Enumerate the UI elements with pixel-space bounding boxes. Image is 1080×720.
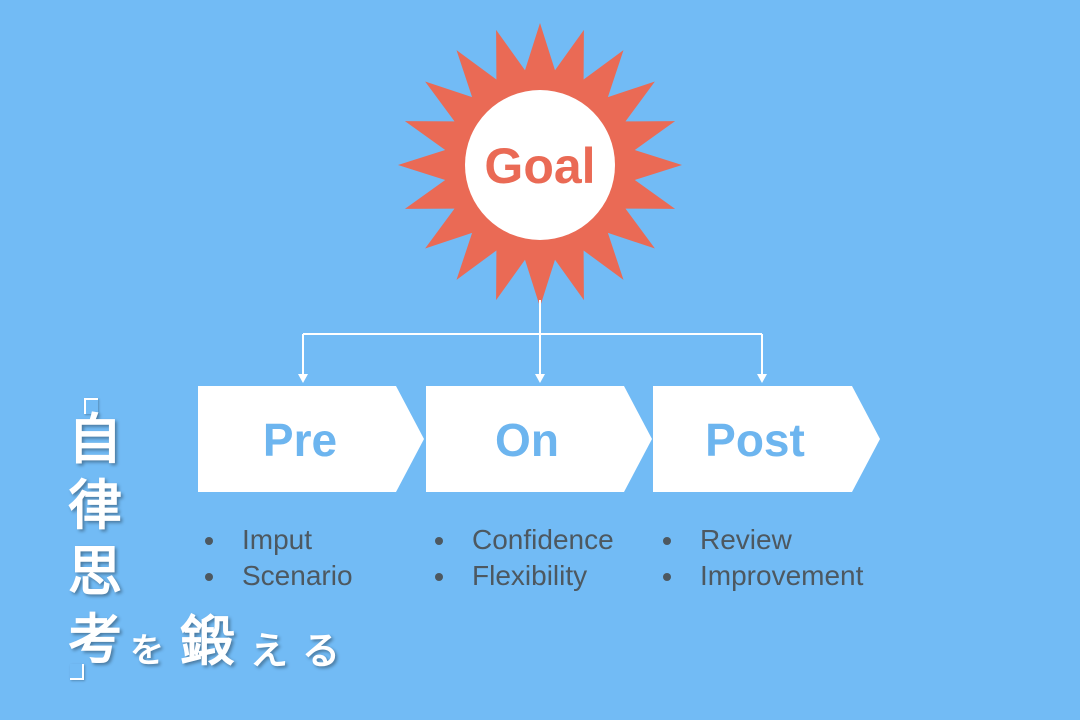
stage-post: Post: [653, 386, 880, 492]
stage-label-on: On: [495, 414, 559, 466]
bullet-list-on: Confidence Flexibility: [430, 522, 614, 594]
close-bracket: [70, 664, 84, 680]
goal-sun: Goal: [398, 23, 682, 307]
title-char: る: [302, 628, 341, 673]
bullet-item: Flexibility: [430, 558, 614, 594]
bullet-item: Confidence: [430, 522, 614, 558]
title-char: 律: [68, 473, 122, 537]
arrowhead-post-icon: [757, 374, 767, 383]
arrowhead-pre-icon: [298, 374, 308, 383]
open-bracket: [84, 398, 98, 414]
stage-label-post: Post: [705, 414, 805, 466]
connector-lines: [302, 300, 763, 376]
goal-circle: [465, 90, 615, 240]
bullet-list-pre: Imput Scenario: [200, 522, 353, 594]
title-char: 自: [68, 407, 122, 471]
title-char: え: [250, 628, 289, 673]
bullet-list-post: Review Improvement: [658, 522, 863, 594]
title-char: を: [130, 631, 164, 671]
chevron-pre: [198, 386, 424, 492]
stage-on: On: [426, 386, 652, 492]
arrowheads: [298, 374, 767, 383]
chevron-on: [426, 386, 652, 492]
chevron-post: [653, 386, 880, 492]
arrowhead-on-icon: [535, 374, 545, 383]
stage-pre: Pre: [198, 386, 424, 492]
title-char: 鍛: [180, 609, 234, 673]
stage-label-pre: Pre: [263, 414, 337, 466]
goal-label: Goal: [484, 138, 595, 194]
bullet-item: Improvement: [658, 558, 863, 594]
bullet-item: Scenario: [200, 558, 353, 594]
title-char: 考: [68, 607, 122, 671]
bullet-item: Review: [658, 522, 863, 558]
title-char: 思: [68, 539, 122, 603]
bullet-item: Imput: [200, 522, 353, 558]
